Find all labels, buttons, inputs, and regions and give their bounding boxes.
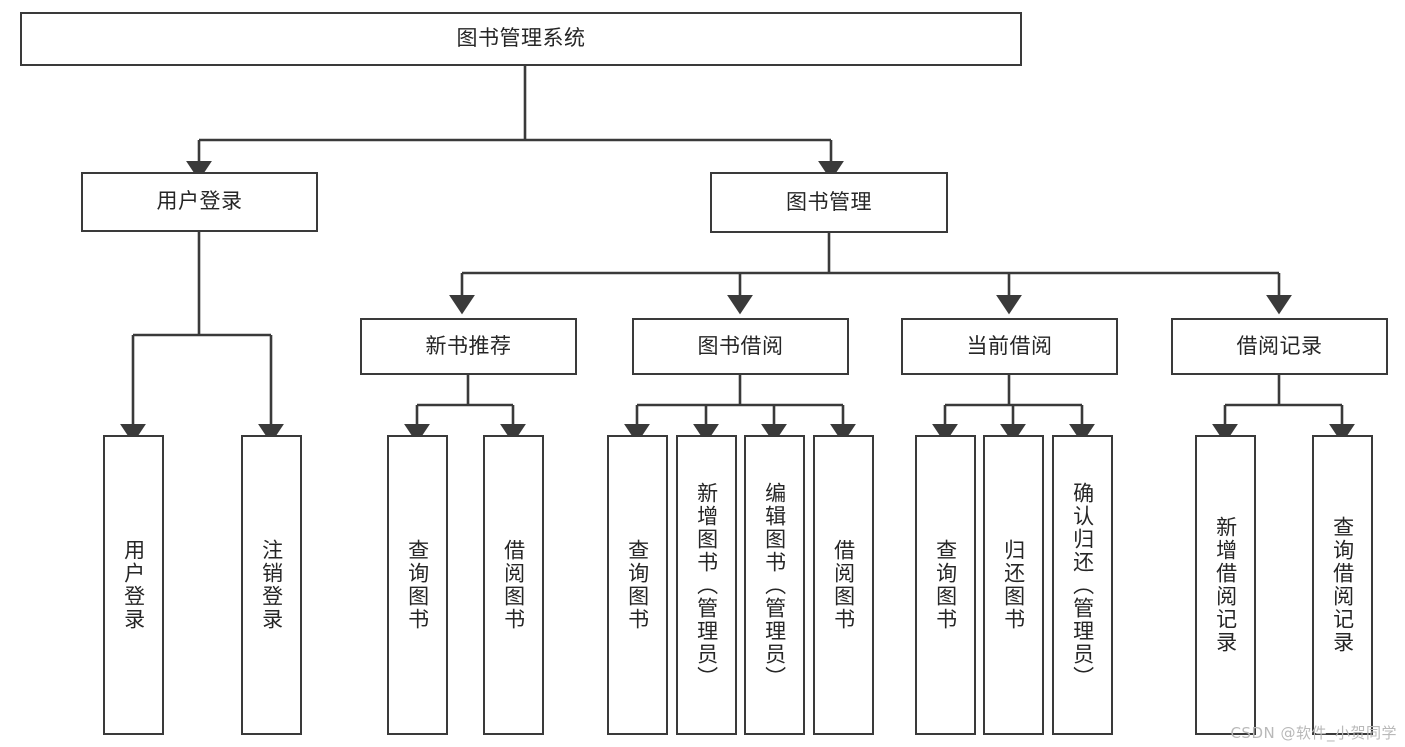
leaf-label: 借阅图书 <box>831 539 856 631</box>
leaf-book-borrow-3[interactable]: 借阅图书 <box>813 435 874 735</box>
leaf-current-borrow-1[interactable]: 归还图书 <box>983 435 1044 735</box>
leaf-current-borrow-2[interactable]: 确认归还（管理员） <box>1052 435 1113 735</box>
watermark: CSDN @软件_小贺同学 <box>1230 724 1397 742</box>
leaf-label: 借阅图书 <box>501 539 526 631</box>
node-current-borrow[interactable]: 当前借阅 <box>901 318 1118 375</box>
leaf-book-borrow-1[interactable]: 新增图书（管理员） <box>676 435 737 735</box>
leaf-label: 归还图书 <box>1001 539 1026 631</box>
leaf-label: 用户登录 <box>121 539 146 631</box>
leaf-current-borrow-0[interactable]: 查询图书 <box>915 435 976 735</box>
node-book-borrow[interactable]: 图书借阅 <box>632 318 849 375</box>
node-label: 图书管理系统 <box>456 26 586 51</box>
node-label: 借阅记录 <box>1236 333 1323 358</box>
leaf-borrow-record-0[interactable]: 新增借阅记录 <box>1195 435 1256 735</box>
leaf-book-borrow-0[interactable]: 查询图书 <box>607 435 668 735</box>
node-label: 当前借阅 <box>966 333 1053 358</box>
leaf-label: 注销登录 <box>259 539 284 631</box>
leaf-label: 编辑图书（管理员） <box>762 481 787 689</box>
node-user-login[interactable]: 用户登录 <box>81 172 318 232</box>
leaf-borrow-record-1[interactable]: 查询借阅记录 <box>1312 435 1373 735</box>
leaf-label: 新增图书（管理员） <box>694 481 719 689</box>
node-label: 图书借阅 <box>697 333 784 358</box>
leaf-label: 查询图书 <box>405 539 430 631</box>
node-label: 用户登录 <box>156 189 243 214</box>
node-label: 新书推荐 <box>425 333 512 358</box>
node-label: 图书管理 <box>786 189 872 214</box>
node-new-book-recommend[interactable]: 新书推荐 <box>360 318 577 375</box>
leaf-user-login-1[interactable]: 注销登录 <box>241 435 302 735</box>
leaf-new-book-recommend-0[interactable]: 查询图书 <box>387 435 448 735</box>
leaf-book-borrow-2[interactable]: 编辑图书（管理员） <box>744 435 805 735</box>
node-borrow-record[interactable]: 借阅记录 <box>1171 318 1388 375</box>
leaf-new-book-recommend-1[interactable]: 借阅图书 <box>483 435 544 735</box>
leaf-user-login-0[interactable]: 用户登录 <box>103 435 164 735</box>
node-book-management[interactable]: 图书管理 <box>710 172 948 233</box>
leaf-label: 查询借阅记录 <box>1330 516 1355 654</box>
leaf-label: 查询图书 <box>625 539 650 631</box>
node-root-book-management-system[interactable]: 图书管理系统 <box>20 12 1022 66</box>
leaf-label: 查询图书 <box>933 539 958 631</box>
leaf-label: 确认归还（管理员） <box>1070 481 1095 689</box>
leaf-label: 新增借阅记录 <box>1213 516 1238 654</box>
